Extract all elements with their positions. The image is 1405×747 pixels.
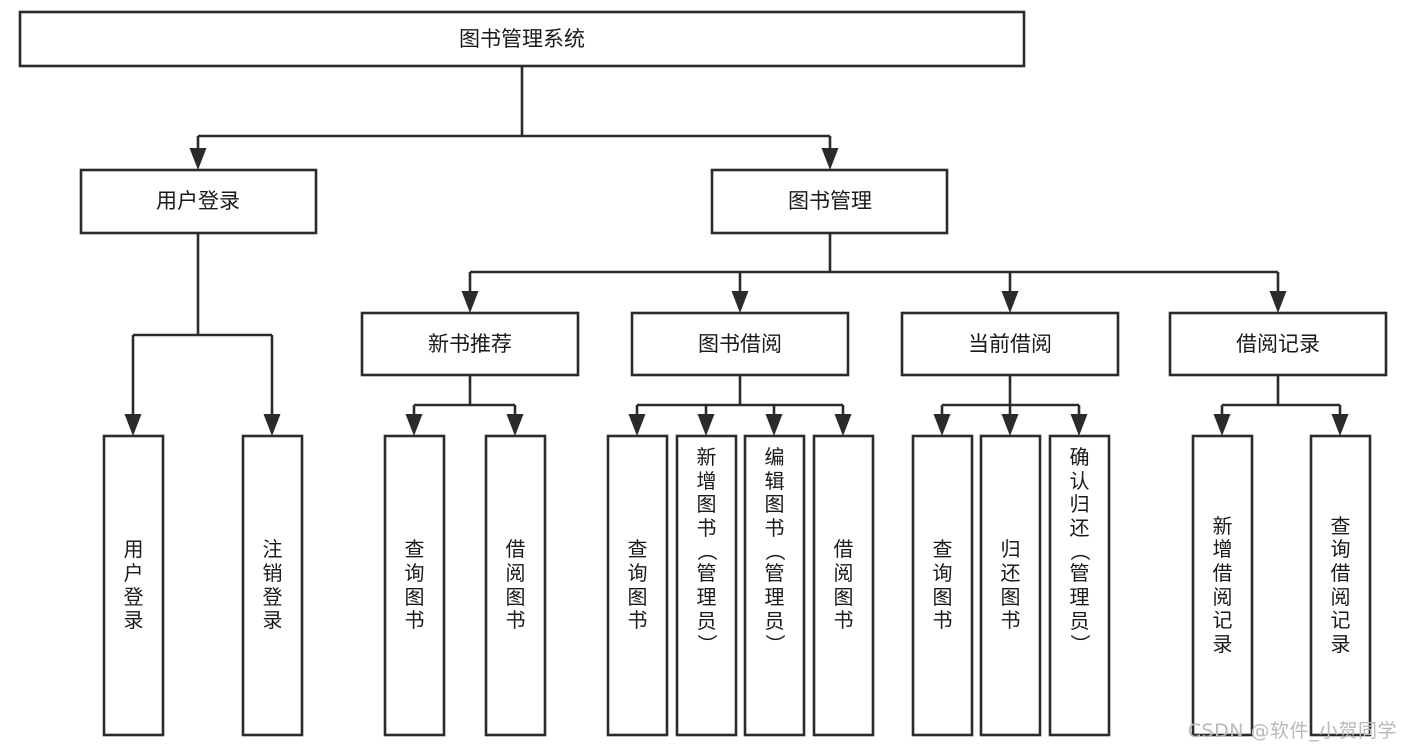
node-leaf-edit-book[interactable]	[743, 434, 806, 737]
node-book-manage-label: 图书管理	[788, 189, 872, 213]
node-leaf-return-book[interactable]	[979, 434, 1042, 737]
node-current-borrow[interactable]: 当前借阅	[900, 311, 1120, 377]
node-book-borrow[interactable]: 图书借阅	[630, 311, 850, 377]
node-leaf-borrow-book-1[interactable]	[484, 434, 547, 737]
node-leaf-user-login[interactable]	[102, 434, 165, 737]
node-leaf-borrow-book-2[interactable]	[812, 434, 875, 737]
connector-bookborrow-to-leaves	[628, 375, 852, 436]
node-root[interactable]: 图书管理系统	[18, 10, 1026, 68]
connector-bookmanage-to-groups	[461, 233, 1287, 313]
node-leaf-query-book-1[interactable]	[383, 434, 446, 737]
node-root-label: 图书管理系统	[459, 27, 585, 51]
node-leaf-query-book-3[interactable]	[911, 434, 974, 737]
node-new-book-rec-label: 新书推荐	[428, 332, 512, 356]
node-leaf-add-record[interactable]	[1191, 434, 1254, 737]
node-user-login-label: 用户登录	[156, 189, 240, 213]
node-book-borrow-label: 图书借阅	[698, 332, 782, 356]
node-new-book-rec[interactable]: 新书推荐	[360, 311, 580, 377]
csdn-watermark: CSDN @软件_小贺同学	[1187, 720, 1397, 742]
connector-borrowrecord-to-leaves	[1213, 375, 1349, 436]
node-leaf-confirm-return[interactable]	[1048, 434, 1111, 737]
node-leaf-query-book-2[interactable]	[606, 434, 669, 737]
node-leaf-add-book[interactable]	[675, 434, 738, 737]
connector-currentborrow-to-leaves	[933, 375, 1088, 436]
node-leaf-query-record[interactable]	[1309, 434, 1372, 737]
node-user-login[interactable]: 用户登录	[79, 168, 318, 235]
node-current-borrow-label: 当前借阅	[968, 332, 1052, 356]
connector-root-to-level2	[189, 66, 839, 170]
node-borrow-record-label: 借阅记录	[1236, 332, 1320, 356]
connector-userlogin-to-leaves	[124, 233, 281, 436]
node-borrow-record[interactable]: 借阅记录	[1168, 311, 1388, 377]
node-book-manage[interactable]: 图书管理	[710, 168, 949, 235]
connector-newbook-to-leaves	[405, 375, 524, 436]
node-leaf-user-logout[interactable]	[241, 434, 304, 737]
